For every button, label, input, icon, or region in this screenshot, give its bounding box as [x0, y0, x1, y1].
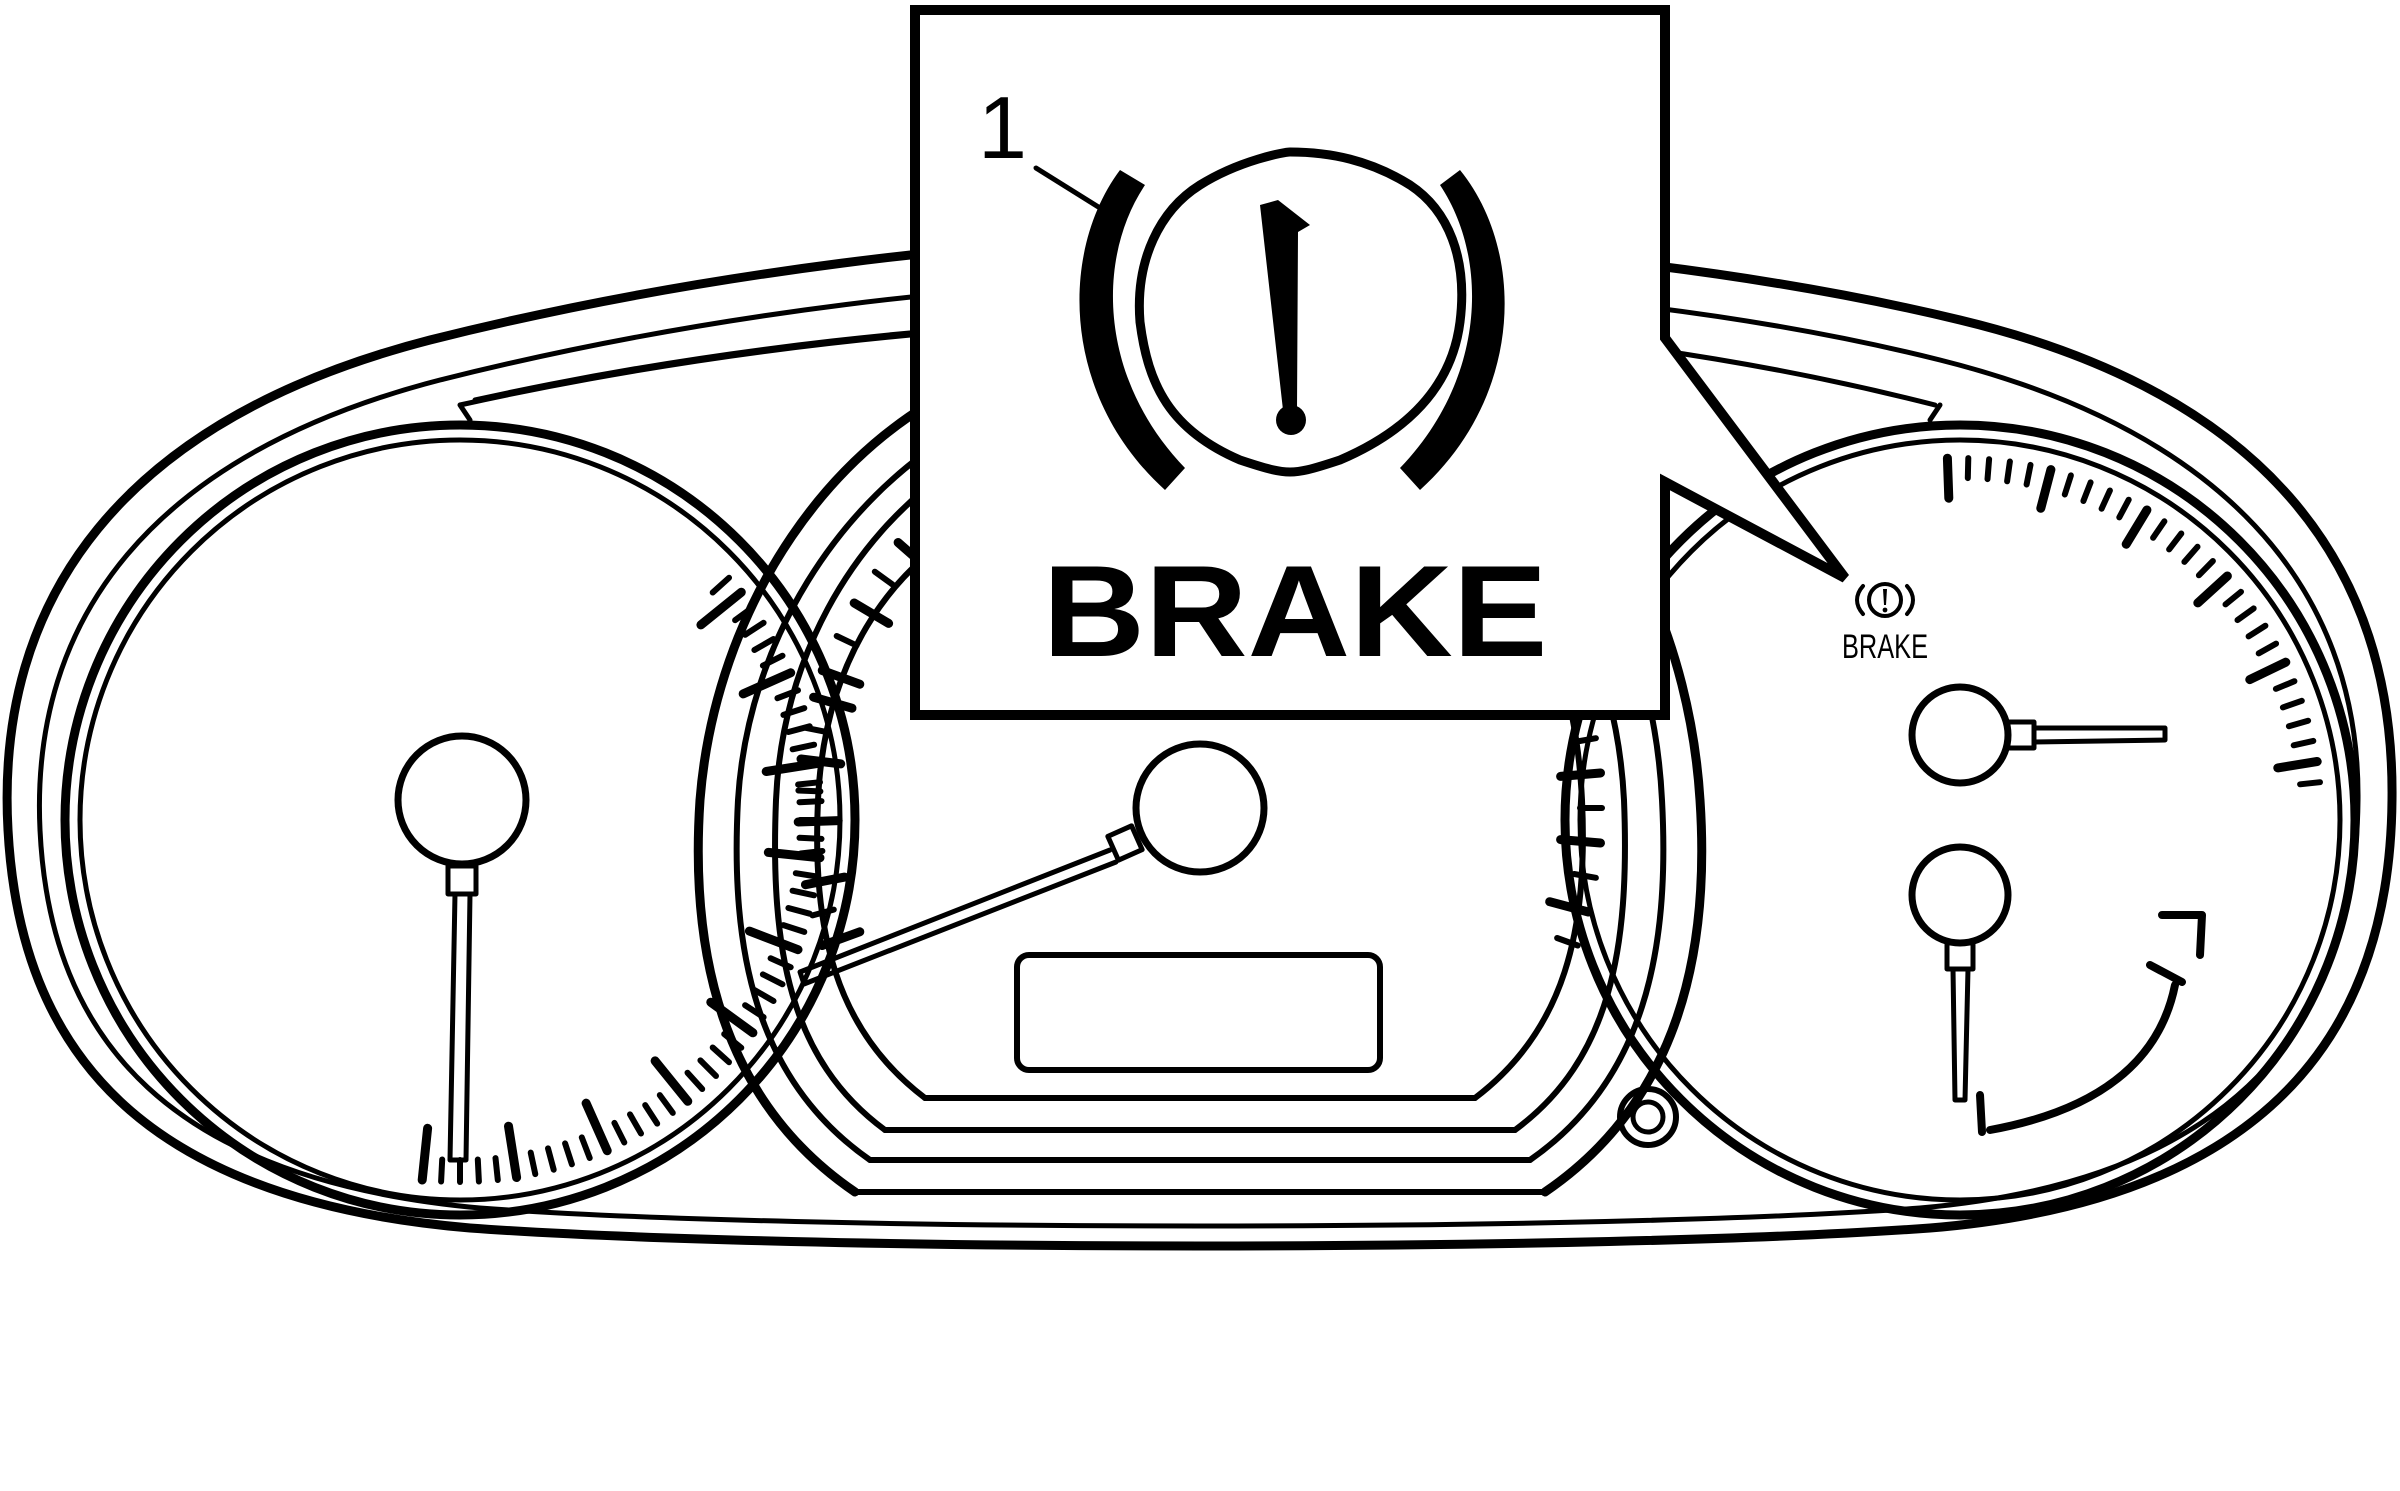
- tick-mark: [780, 922, 808, 935]
- right-gauge: BRAKE: [1560, 420, 2360, 1220]
- tick-mark: [2080, 479, 2094, 504]
- tick-mark: [504, 1121, 522, 1182]
- tick-mark: [1571, 735, 1599, 745]
- tick-mark: [2181, 543, 2201, 565]
- tick-mark: [751, 636, 777, 653]
- tick-mark: [2195, 558, 2216, 579]
- tick-mark: [809, 692, 857, 713]
- tick-mark: [2150, 518, 2168, 541]
- tick-mark: [1984, 456, 1993, 483]
- tick-mark: [1964, 455, 1972, 482]
- tick-mark: [417, 1123, 433, 1185]
- tick-mark: [744, 926, 803, 955]
- tick-mark: [697, 1057, 719, 1079]
- tick-mark: [1942, 453, 1954, 503]
- center-gauge: [693, 365, 1707, 1197]
- tick-mark: [2297, 779, 2323, 788]
- tick-mark: [738, 668, 796, 699]
- tick-mark: [2222, 588, 2244, 608]
- tick-mark: [797, 848, 826, 857]
- tick-mark: [2290, 737, 2317, 749]
- tick-mark: [696, 587, 746, 630]
- tick-mark: [684, 1069, 706, 1092]
- tick-mark: [800, 872, 850, 890]
- tick-mark: [2245, 622, 2269, 640]
- cluster-brake-indicator: BRAKE: [1842, 582, 1928, 666]
- callout-number: 1: [978, 78, 1027, 177]
- tick-mark: [2004, 458, 2013, 485]
- tick-mark: [2279, 697, 2305, 711]
- tick-mark: [751, 987, 777, 1004]
- tick-mark: [789, 887, 818, 899]
- right-gauge-ticks: [1942, 453, 2323, 788]
- tick-mark: [789, 741, 818, 753]
- tick-mark: [871, 568, 896, 588]
- tick-mark: [761, 758, 822, 776]
- tick-mark: [492, 1155, 501, 1183]
- tick-mark: [627, 1111, 644, 1137]
- tick-mark: [2023, 461, 2034, 488]
- tick-mark: [1556, 768, 1605, 781]
- tick-mark: [796, 754, 846, 769]
- tick-mark: [795, 787, 824, 795]
- callout-brake-label: BRAKE: [1043, 538, 1548, 684]
- tick-mark: [803, 724, 831, 736]
- tick-mark: [2272, 678, 2298, 692]
- tick-mark: [545, 1145, 557, 1173]
- tick-mark: [650, 1056, 693, 1106]
- tick-mark: [2193, 571, 2232, 608]
- tick-mark: [2273, 757, 2322, 773]
- tick-mark: [2061, 472, 2074, 498]
- tick-mark: [1545, 897, 1593, 917]
- tick-mark: [2255, 640, 2280, 657]
- tick-mark: [1554, 935, 1581, 949]
- tick-mark: [709, 574, 732, 596]
- brake-callout: 1 BRAKE: [910, 5, 1849, 720]
- tick-mark: [611, 1119, 628, 1146]
- tick-mark: [438, 1156, 446, 1185]
- tick-mark: [578, 1134, 593, 1161]
- tick-mark: [2234, 605, 2257, 624]
- tick-mark: [2121, 505, 2152, 549]
- tick-mark: [2245, 657, 2291, 685]
- tick-mark: [1571, 871, 1599, 881]
- brake-warning-icon: [1855, 582, 1915, 618]
- tick-mark: [793, 816, 843, 827]
- odometer-display: [1014, 952, 1383, 1073]
- tick-mark: [1556, 835, 1605, 848]
- tick-mark: [2116, 496, 2132, 521]
- tick-mark: [792, 870, 821, 880]
- tick-mark: [809, 906, 837, 919]
- tick-mark: [2285, 717, 2312, 730]
- tick-mark: [759, 971, 786, 988]
- cluster-brake-label: BRAKE: [1842, 628, 1928, 666]
- tick-mark: [785, 905, 813, 917]
- tick-mark: [656, 1092, 676, 1116]
- tick-mark: [709, 1044, 732, 1066]
- tick-mark: [527, 1149, 539, 1178]
- tick-mark: [474, 1156, 482, 1185]
- tick-mark: [642, 1102, 661, 1127]
- tick-mark: [581, 1098, 612, 1156]
- tick-mark: [817, 666, 865, 689]
- brake-warning-icon: [1079, 147, 1505, 490]
- trip-reset-knob[interactable]: [1617, 1086, 1679, 1148]
- tick-mark: [849, 598, 894, 628]
- tick-mark: [833, 633, 860, 649]
- tick-mark: [2166, 530, 2185, 553]
- tick-mark: [562, 1140, 575, 1168]
- tick-mark: [742, 619, 767, 638]
- tick-mark: [817, 927, 865, 950]
- tick-mark: [2098, 487, 2113, 512]
- tick-mark: [2036, 465, 2056, 513]
